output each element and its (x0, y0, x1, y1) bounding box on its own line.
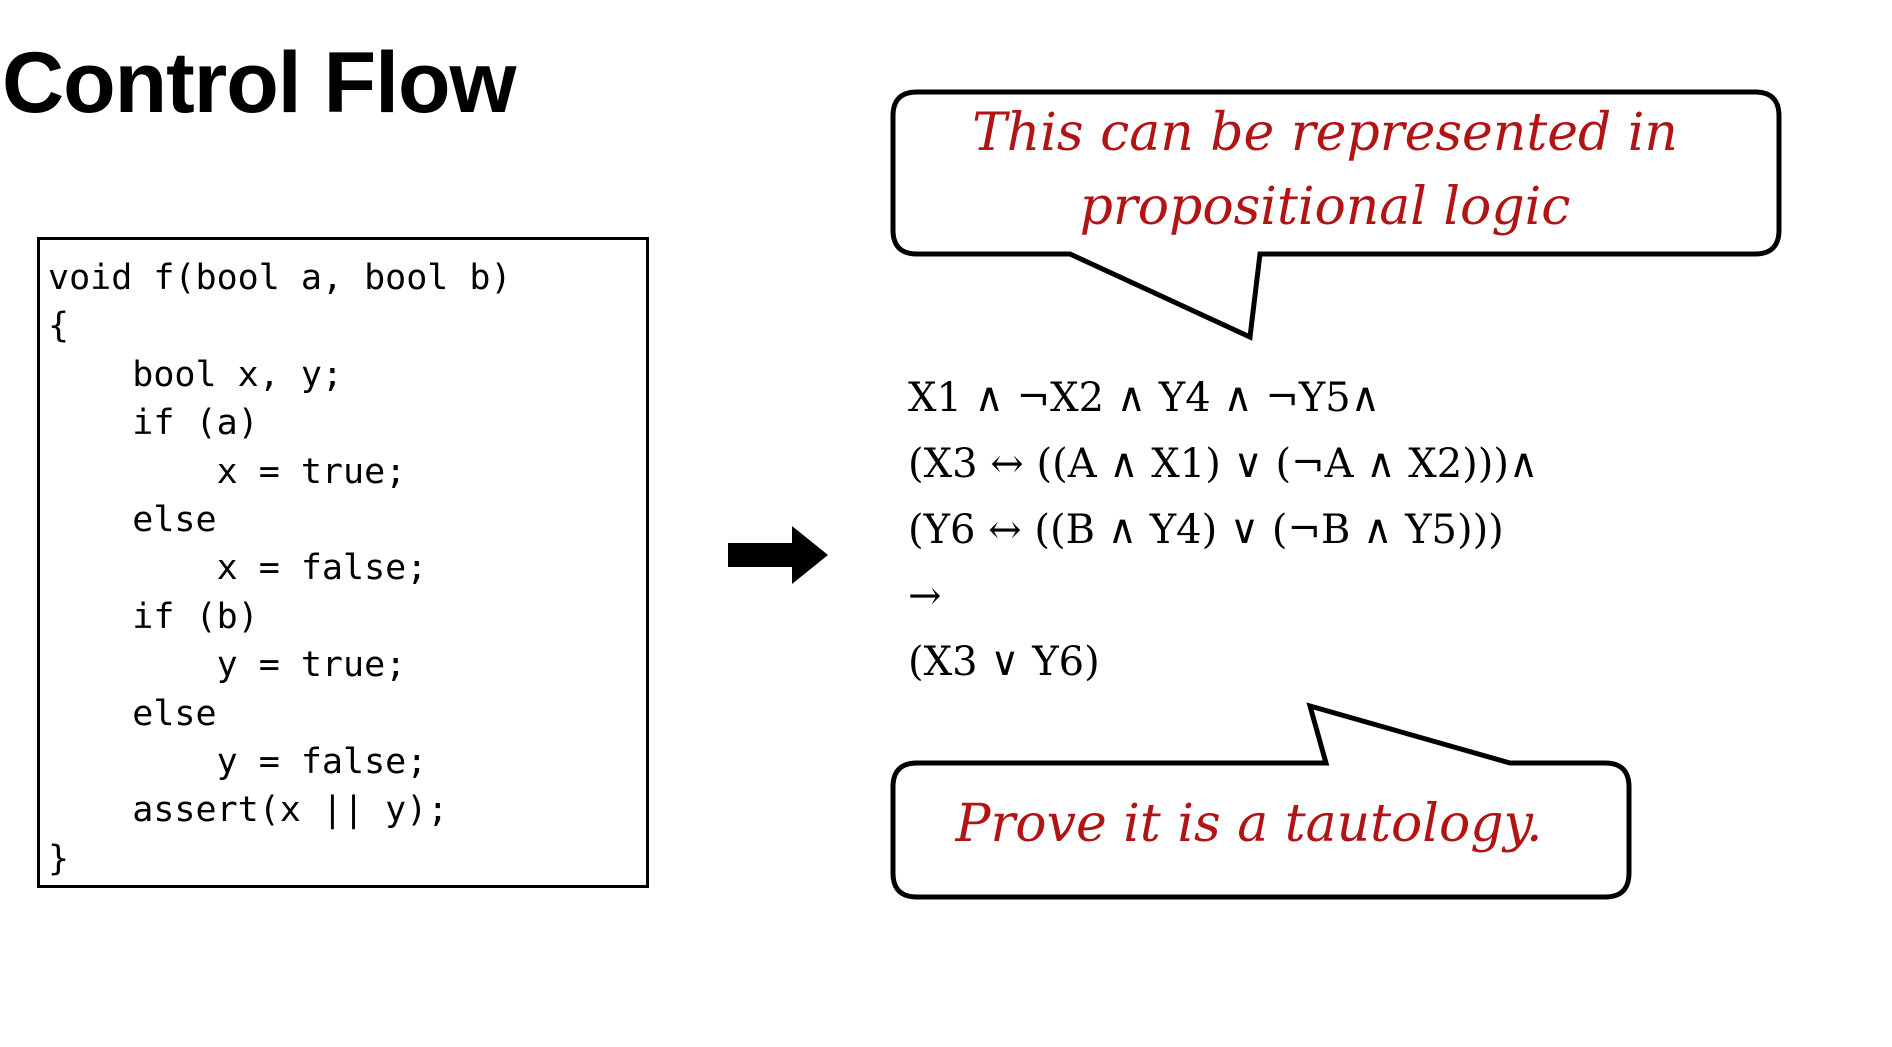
code-line: y = false; (48, 741, 428, 782)
code-line: { (48, 306, 70, 347)
code-line: x = true; (48, 451, 407, 492)
code-line: assert(x || y); (48, 790, 449, 831)
slide-title: Control Flow (2, 35, 516, 131)
code-line: if (b) (48, 596, 259, 637)
formula-line: (Y6 ↔ ((B ∧ Y4) ∨ (¬B ∧ Y5))) (908, 507, 1504, 553)
code-line: else (48, 693, 217, 734)
bottom-callout: Prove it is a tautology. (885, 787, 1613, 861)
formula-line: (X3 ∨ Y6) (908, 639, 1100, 685)
top-callout-line: propositional logic (1079, 177, 1571, 237)
formula-line: → (908, 573, 942, 619)
formula-line: X1 ∧ ¬X2 ∧ Y4 ∧ ¬Y5∧ (908, 375, 1380, 421)
logic-formula: X1 ∧ ¬X2 ∧ Y4 ∧ ¬Y5∧ (X3 ↔ ((A ∧ X1) ∨ (… (908, 365, 1538, 695)
code-line: if (a) (48, 403, 259, 444)
right-arrow-icon (728, 526, 828, 584)
code-line: void f(bool a, bool b) (48, 258, 512, 298)
code-line: else (48, 499, 217, 540)
code-line: x = false; (48, 548, 428, 589)
code-line: y = true; (48, 645, 407, 686)
code-block: void f(bool a, bool b) { bool x, y; if (… (37, 237, 649, 888)
top-callout: This can be represented in propositional… (885, 96, 1765, 244)
top-callout-line: This can be represented in (972, 103, 1678, 163)
code-line: bool x, y; (48, 354, 344, 395)
bottom-callout-text: Prove it is a tautology. (955, 794, 1543, 854)
formula-line: (X3 ↔ ((A ∧ X1) ∨ (¬A ∧ X2)))∧ (908, 441, 1539, 487)
code-line: } (48, 838, 70, 879)
